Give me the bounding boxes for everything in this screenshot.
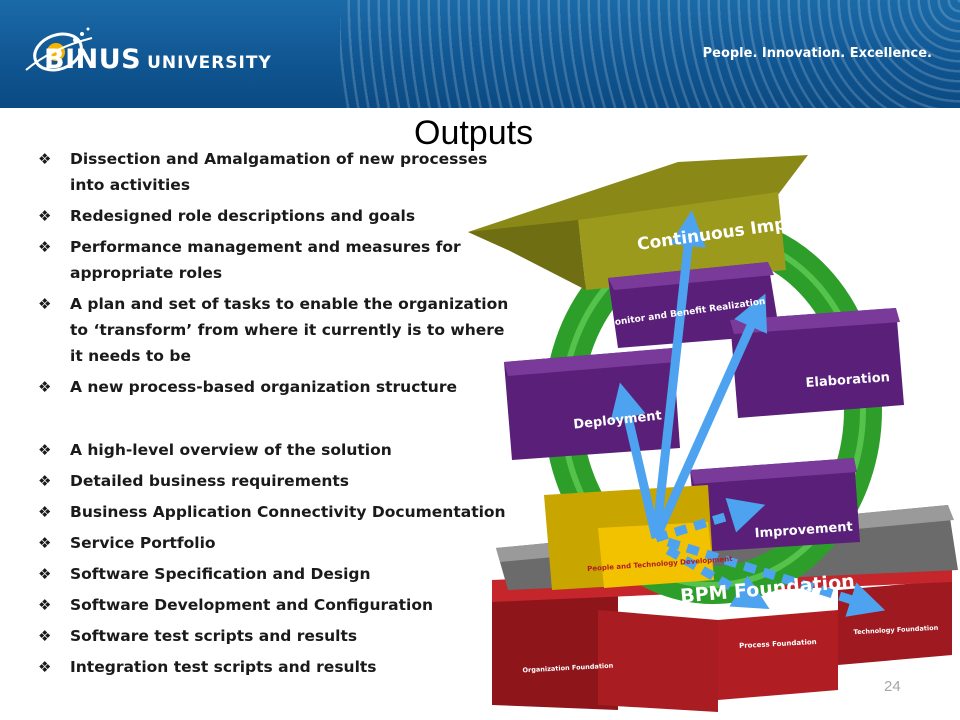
bullet-item: ❖ A plan and set of tasks to enable the o… (38, 291, 518, 369)
diamond-bullet-icon: ❖ (38, 658, 52, 676)
bullet-text: Detailed business requirements (70, 472, 350, 490)
diamond-bullet-icon: ❖ (38, 150, 52, 168)
bullet-item: ❖ A high-level overview of the solution (38, 437, 518, 463)
tagline: People. Innovation. Excellence. (702, 46, 932, 61)
bullet-text: A new process-based organization structu… (70, 378, 457, 396)
phase-deployment-block (504, 348, 680, 460)
bullet-item: ❖ A new process-based organization struct… (38, 374, 518, 400)
bpm-house-diagram: Continuous Improvement Monitor and Benef… (468, 155, 958, 712)
arrow-to-process (665, 546, 770, 610)
arrow-to-improvement (654, 498, 766, 543)
bullet-text: A high-level overview of the solution (70, 441, 392, 459)
logo-subtext: UNIVERSITY (147, 53, 272, 73)
bullet-text: Redesigned role descriptions and goals (70, 207, 416, 225)
banner-wave-pattern (340, 0, 960, 108)
diamond-bullet-icon: ❖ (38, 565, 52, 583)
bullet-text: Performance management and measures for … (70, 238, 461, 282)
bullet-text: A plan and set of tasks to enable the or… (70, 295, 509, 365)
bullet-text: Software test scripts and results (70, 627, 358, 645)
bullet-item: ❖ Software Specification and Design (38, 561, 518, 587)
bullet-text: Integration test scripts and results (70, 658, 377, 676)
diamond-bullet-icon: ❖ (38, 596, 52, 614)
bullet-item: ❖ Detailed business requirements (38, 468, 518, 494)
diamond-bullet-icon: ❖ (38, 295, 52, 313)
bullet-item: ❖ Business Application Connectivity Docum… (38, 499, 518, 525)
page-number: 24 (884, 678, 901, 695)
diamond-bullet-icon: ❖ (38, 441, 52, 459)
bullet-text: Software Development and Configuration (70, 596, 434, 614)
bullet-list: ❖ Dissection and Amalgamation of new proc… (38, 146, 518, 685)
bullet-text: Dissection and Amalgamation of new proce… (70, 150, 488, 194)
diamond-bullet-icon: ❖ (38, 472, 52, 490)
arrow-to-deployment (610, 382, 661, 540)
arrow-to-technology (666, 537, 886, 617)
bullet-item: ❖ Service Portfolio (38, 530, 518, 556)
people-technology-block (544, 485, 714, 590)
bullet-item: ❖ Software test scripts and results (38, 623, 518, 649)
diamond-bullet-icon: ❖ (38, 534, 52, 552)
diamond-bullet-icon: ❖ (38, 207, 52, 225)
bullet-text: Software Specification and Design (70, 565, 371, 583)
diamond-bullet-icon: ❖ (38, 238, 52, 256)
binus-logo-icon (25, 27, 93, 72)
improvement-label: Improvement (754, 520, 853, 542)
phase-elaboration-block (730, 308, 904, 418)
elaboration-label: Elaboration (805, 370, 890, 391)
bullet-item: ❖ Software Development and Configuration (38, 592, 518, 618)
bullet-item: ❖ Dissection and Amalgamation of new proc… (38, 146, 518, 198)
diamond-bullet-icon: ❖ (38, 503, 52, 521)
bullet-text: Business Application Connectivity Docume… (70, 503, 506, 521)
slide-title: Outputs (414, 114, 534, 152)
flow-arrows (610, 210, 886, 617)
diamond-bullet-icon: ❖ (38, 627, 52, 645)
diamond-bullet-icon: ❖ (38, 378, 52, 396)
bullet-item: ❖ Redesigned role descriptions and goals (38, 203, 518, 229)
bullet-item: ❖ Performance management and measures for… (38, 234, 518, 286)
bullet-item: ❖ Integration test scripts and results (38, 654, 518, 680)
bullet-text: Service Portfolio (70, 534, 216, 552)
arrow-to-monitor (651, 293, 768, 540)
arrow-to-roof (651, 210, 706, 539)
logo-text: BINUS (44, 44, 142, 75)
